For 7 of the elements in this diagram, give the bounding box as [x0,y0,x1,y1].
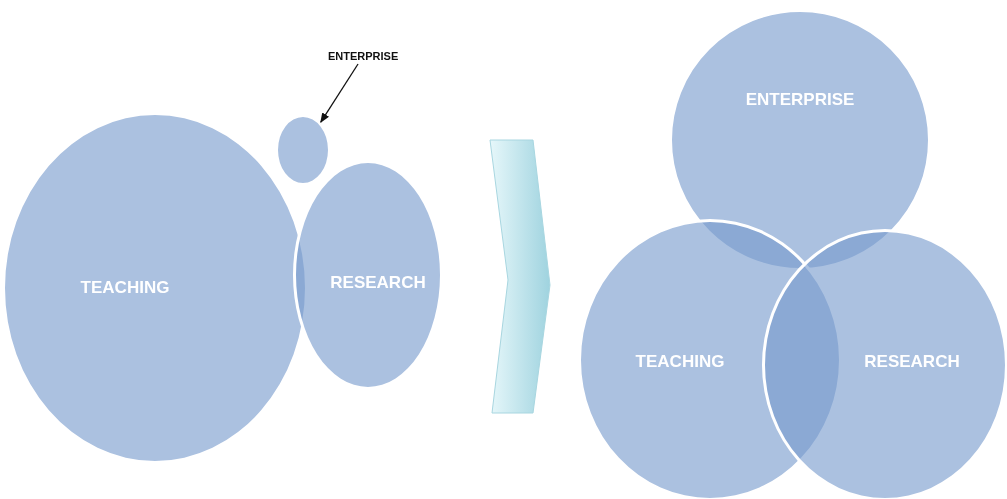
circle-label: TEACHING [80,278,170,298]
circle-label: ENTERPRISE [745,90,855,110]
callout-text: ENTERPRISE [328,50,399,62]
leader-arrow [320,63,359,124]
circle-label: RESEARCH [864,352,960,372]
circle-label: TEACHING [635,352,725,372]
circle-label: RESEARCH [330,273,426,293]
